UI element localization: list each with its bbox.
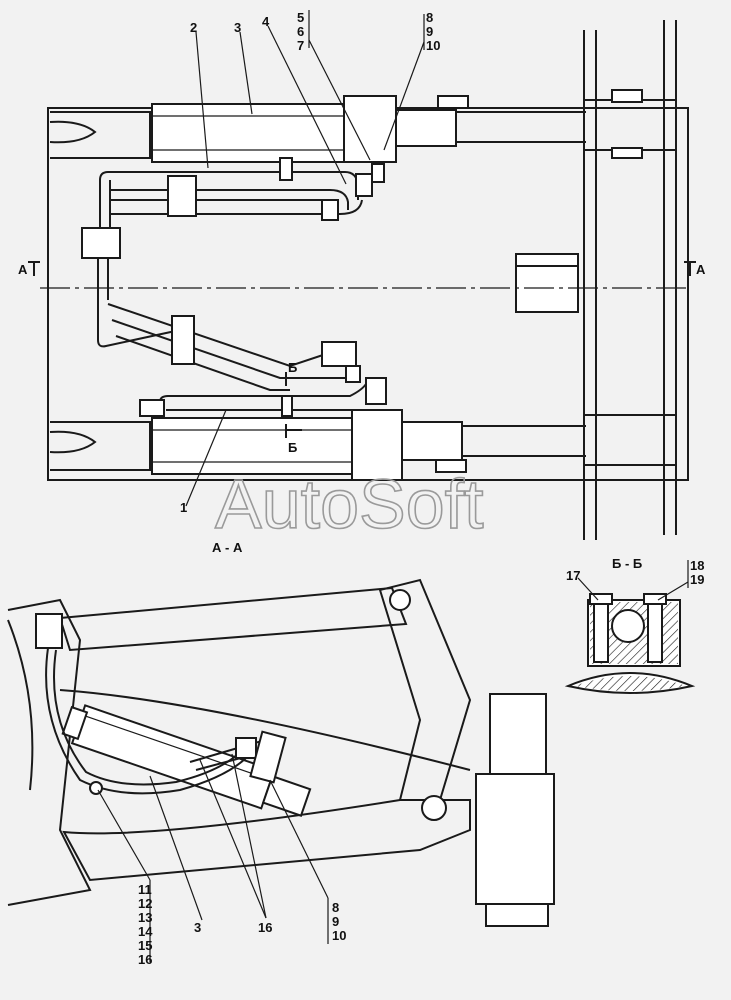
callout-4: 4 (262, 14, 270, 29)
callout-9-side: 9 (332, 914, 339, 929)
ladder-frame (583, 20, 677, 540)
watermark: AutoSoft (215, 465, 484, 543)
leader-2 (195, 31, 209, 169)
callout-15: 15 (138, 938, 152, 953)
upper-beam (50, 111, 151, 159)
side-view: 11 12 13 14 15 16 3 16 8 9 10 (7, 578, 555, 967)
center-block (515, 253, 579, 313)
lower-cylinder-head (351, 409, 403, 481)
lower-rod-end (401, 421, 463, 461)
pipe-section (611, 609, 645, 643)
callout-16-list: 16 (138, 952, 152, 967)
side-hose-1 (45, 647, 251, 795)
callout-3-side: 3 (194, 920, 201, 935)
plan-view: 2 3 4 5 6 7 8 9 10 1 A A Б Б А - А (18, 10, 706, 555)
leader-16a (199, 759, 267, 919)
control-valve (35, 613, 63, 649)
view-title-aa: А - А (212, 540, 243, 555)
leader-11-15 (97, 789, 151, 881)
lower-beam (50, 421, 151, 471)
mast-block (489, 693, 547, 775)
callout-2: 2 (190, 20, 197, 35)
leader-3b (149, 775, 203, 921)
mast-base (475, 773, 555, 905)
callout-13: 13 (138, 910, 152, 925)
leader-3 (239, 31, 253, 115)
upper-cylinder (151, 103, 348, 163)
push-frame (62, 799, 471, 882)
callout-19: 19 (690, 572, 704, 587)
callout-10-side: 10 (332, 928, 346, 943)
section-b-upper: Б (288, 360, 297, 375)
callout-12: 12 (138, 896, 152, 911)
callout-16: 16 (258, 920, 272, 935)
view-title-bb: Б - Б (612, 556, 642, 571)
leader-16b (231, 753, 267, 919)
upper-cylinder-head (343, 95, 397, 163)
callout-7: 7 (297, 38, 304, 53)
section-bb-detail: Б - Б 17 18 19 (564, 556, 704, 694)
callout-10: 10 (426, 38, 440, 53)
section-a-left: A (18, 262, 28, 277)
lower-hose-bundle (97, 300, 387, 417)
leader-1 (185, 409, 227, 507)
callout-18: 18 (690, 558, 704, 573)
callout-11: 11 (138, 882, 152, 897)
callout-9: 9 (426, 24, 433, 39)
callout-3: 3 (234, 20, 241, 35)
section-a-right: A (696, 262, 706, 277)
callout-17: 17 (566, 568, 580, 583)
leader-8-10 (269, 779, 329, 899)
callout-1: 1 (180, 500, 187, 515)
callout-5: 5 (297, 10, 304, 25)
leader-4 (267, 25, 347, 185)
valve-block (81, 227, 121, 259)
callout-6: 6 (297, 24, 304, 39)
section-b-lower: Б (288, 440, 297, 455)
callout-8-side: 8 (332, 900, 339, 915)
upper-hose-bundle (99, 157, 385, 240)
tilt-brace (58, 586, 408, 652)
upper-rod-end (395, 109, 457, 147)
tilt-cylinder (61, 704, 312, 817)
callout-8: 8 (426, 10, 433, 25)
callout-14: 14 (138, 924, 153, 939)
